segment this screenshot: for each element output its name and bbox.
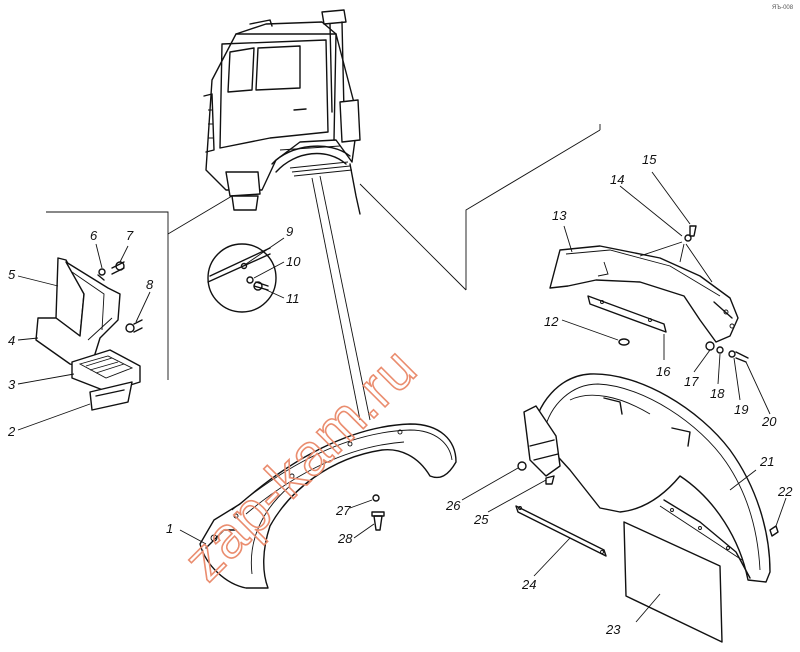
small-fasteners [618,338,749,363]
callout-leaders [17,171,787,623]
callout-11: 11 [286,291,300,306]
detail-circle [207,243,277,313]
front-fender [199,423,457,589]
callout-21: 21 [759,454,774,469]
callout-18: 18 [710,386,725,401]
callout-14: 14 [610,172,624,187]
callout-8: 8 [146,277,154,292]
callout-3: 3 [8,377,16,392]
callout-13: 13 [552,208,567,223]
rear-fender-13 [549,245,739,343]
callout-28: 28 [337,531,353,546]
callout-26: 26 [445,498,461,513]
bolts-top [639,225,713,283]
callout-23: 23 [605,622,621,637]
callout-1: 1 [166,521,173,536]
watermark-text: zap-kam.ru [171,335,429,593]
callout-15: 15 [642,152,657,167]
callout-20: 20 [761,414,777,429]
callout-5: 5 [8,267,16,282]
step-assembly [35,257,141,411]
callout-9: 9 [286,224,293,239]
callout-10: 10 [286,254,301,269]
callout-12: 12 [544,314,559,329]
callout-22: 22 [777,484,793,499]
truck-cab [203,9,361,215]
callout-27: 27 [335,503,351,518]
bolt-22 [769,525,779,537]
callout-16: 16 [656,364,671,379]
callout-25: 25 [473,512,489,527]
callout-17: 17 [684,374,699,389]
guide-lines [46,124,601,421]
bolts-rear [517,461,555,485]
strip-24 [515,505,607,557]
bolts-fender [371,494,385,531]
callout-6: 6 [90,228,98,243]
callout-19: 19 [734,402,748,417]
callout-2: 2 [7,424,16,439]
mudflap-23 [623,521,723,643]
callout-labels: 1 2 3 4 5 6 7 8 9 10 11 12 13 14 15 16 1… [7,152,793,637]
callout-24: 24 [521,577,536,592]
callout-4: 4 [8,333,15,348]
bolts-step [97,261,143,333]
callout-7: 7 [126,228,134,243]
corner-code: ЯЪ-008 [772,5,794,11]
rear-fender-21 [523,373,771,583]
